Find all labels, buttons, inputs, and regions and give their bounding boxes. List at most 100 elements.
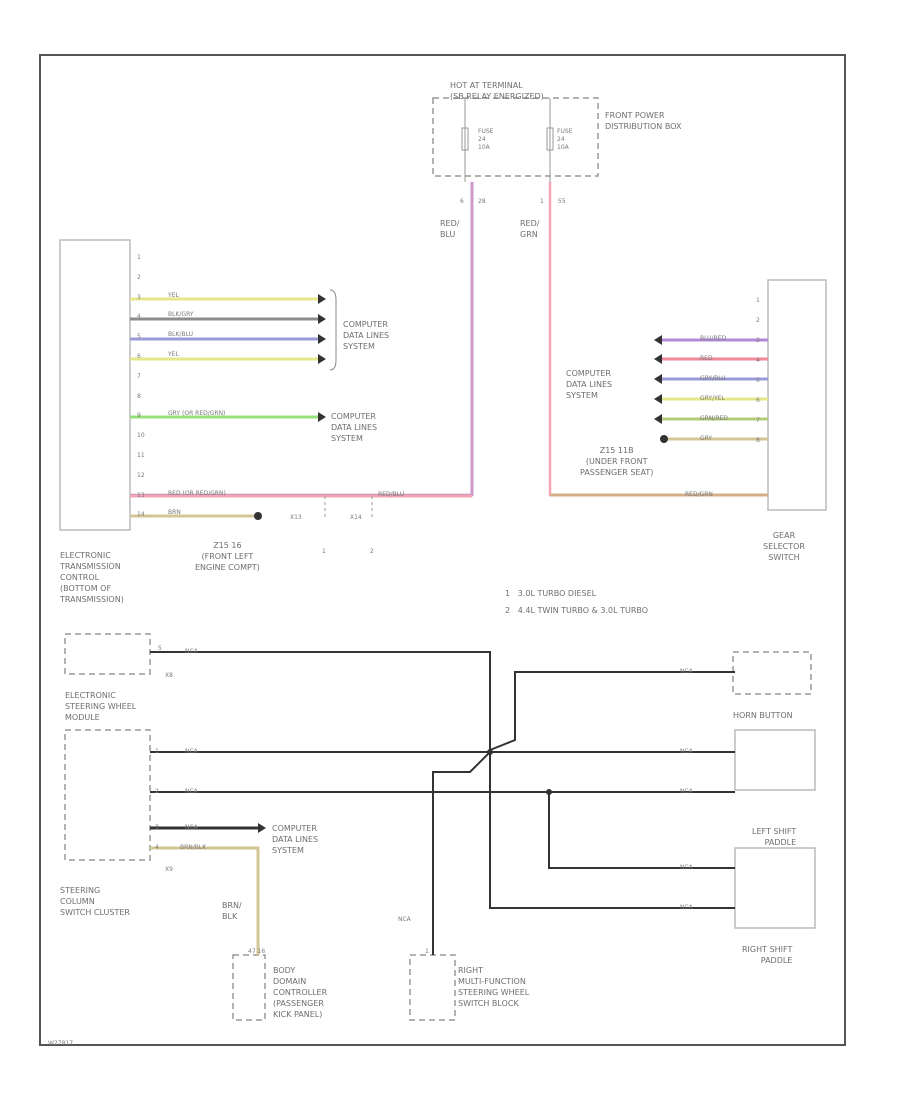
gear-pin: 3 [756, 337, 760, 344]
wire-nca-5-label: NCA [680, 748, 693, 755]
footer-code: W27817 [48, 1040, 74, 1047]
pin-left-2: 28 [478, 198, 486, 205]
gear-pin: 6 [756, 397, 760, 404]
cdl-2-label: COMPUTER DATA LINES SYSTEM [331, 412, 378, 443]
wire-nca-6-label: NCA [680, 788, 693, 795]
bdc-pin: 47 16 [248, 948, 266, 955]
splice-icon-1 [487, 749, 493, 755]
sccl-pin: 4 [155, 844, 159, 851]
wire-nca-3-label: NCA [185, 788, 198, 795]
wire-brn-blk-v-label: BRN/ BLK [222, 901, 242, 921]
wire-red-grn-label: RED/ GRN [520, 219, 540, 239]
tcm-pin: 13 [137, 491, 145, 499]
tcm-pin: 2 [137, 273, 141, 281]
cdl-4-label: COMPUTER DATA LINES SYSTEM [272, 824, 319, 855]
tcm-pin: 14 [137, 511, 145, 519]
tcm-box [59, 239, 131, 531]
gear-pin: 8 [756, 437, 760, 444]
left-paddle-box [734, 729, 816, 791]
diagram-border [39, 54, 846, 1046]
cdl-arrow-icons [318, 294, 326, 422]
left-paddle-label: LEFT SHIFT PADDLE [752, 827, 797, 847]
tcm-pin: 10 [137, 432, 145, 440]
num-1: 1 [322, 548, 326, 555]
wire-nca-horn [489, 671, 735, 751]
gear-wire-label: RED [700, 355, 713, 362]
horn-button-label: HORN BUTTON [733, 711, 793, 720]
tcm-wire-label: YEL [168, 291, 179, 299]
ground-1-label: Z15 16 (FRONT LEFT ENGINE COMPT) [195, 541, 260, 572]
gear-selector-label: GEAR SELECTOR SWITCH [763, 531, 805, 562]
cdl-4-arrow-icon [258, 823, 266, 833]
bdc-box [232, 954, 266, 1021]
fuse-left-icon [461, 127, 469, 151]
num-2: 2 [370, 548, 374, 555]
ground-2-icon [660, 435, 668, 443]
pin-right-2: 55 [558, 198, 566, 205]
wire-brn-blk-label: BRN/BLK [180, 844, 207, 851]
splice-icon-2 [546, 789, 552, 795]
splice-1-label: X13 [290, 514, 302, 521]
tcm-wire-label: YEL [168, 351, 179, 358]
right-paddle-label: RIGHT SHIFT PADDLE [742, 945, 793, 965]
note-1: 1 3.0L TURBO DIESEL [505, 589, 597, 598]
tcm-wire-label: BLK/BLU [168, 331, 193, 339]
tcm-pin: 12 [137, 471, 145, 479]
note-2: 2 4.4L TWIN TURBO & 3.0L TURBO [505, 606, 649, 615]
eswm-pin: 5 [158, 645, 162, 652]
gear-wire-label: GRY [700, 435, 713, 442]
tcm-pin: 11 [137, 452, 145, 459]
gear-pin: 1 [756, 297, 760, 304]
gear-wire-label: GRY/YEL [700, 395, 725, 402]
sccl-pin: 3 [155, 824, 159, 831]
wire-brn-blk [150, 846, 260, 955]
gear-pin: 5 [756, 377, 760, 384]
eswm-box [64, 633, 151, 675]
eswm-conn: X8 [165, 672, 173, 679]
pin-left: 6 [460, 198, 464, 205]
wire-nca-eswm [150, 651, 735, 909]
wire-red-blu-label: RED/ BLU [440, 219, 460, 239]
gear-selector-box [767, 279, 827, 511]
eswm-label: ELECTRONIC STEERING WHEEL MODULE [65, 691, 137, 722]
wire-red-blu-h: RED/BLU [378, 491, 405, 498]
wire-nca-1-label: NCA [185, 648, 198, 655]
ground-2-label: Z15 11B (UNDER FRONT PASSENGER SEAT) [580, 446, 654, 477]
tcm-wire-label: RED (OR RED/GRN) [168, 489, 226, 497]
mfsw-pin: 1 [425, 948, 429, 955]
right-paddle-box [734, 847, 816, 929]
sccl-pin: 1 [155, 748, 159, 755]
sccl-pin: 2 [155, 788, 159, 795]
gear-wire-label: BLU/RED [700, 335, 727, 342]
pin-right: 1 [540, 198, 544, 205]
tcm-wire-label: BLK/GRY [168, 311, 194, 319]
splice-2-label: X14 [350, 514, 362, 521]
mfsw-box [409, 954, 456, 1021]
wire-nca-v-label: NCA [398, 916, 411, 923]
power-distribution-label: FRONT POWER DISTRIBUTION BOX [605, 111, 682, 131]
hot-terminal-label: HOT AT TERMINAL (SB RELAY ENERGIZED) [450, 81, 544, 101]
gear-pin: 4 [756, 357, 760, 364]
tcm-pin: 4 [137, 313, 141, 321]
wire-red-grn-h: RED/GRN [685, 491, 713, 498]
gear-pin: 7 [756, 417, 760, 424]
tcm-label: ELECTRONIC TRANSMISSION CONTROL (BOTTOM … [60, 551, 124, 604]
cdl-brace [329, 289, 337, 371]
bdc-label: BODY DOMAIN CONTROLLER (PASSENGER KICK P… [273, 966, 328, 1019]
sccl-box [64, 729, 151, 861]
wire-nca-2-label: NCA [185, 748, 198, 755]
tcm-wire-label: BRN [168, 509, 181, 517]
gear-wire-label: GRY/BLU [700, 375, 726, 382]
cdl-1-label: COMPUTER DATA LINES SYSTEM [343, 320, 390, 351]
wire-nca-left [548, 792, 735, 869]
gear-wire-label: GRN/RED [700, 415, 728, 422]
fuse-right-label: FUSE 24 10A [557, 128, 573, 151]
horn-button-box [732, 651, 812, 695]
tcm-pin: 7 [137, 372, 141, 380]
tcm-pin: 1 [137, 254, 141, 261]
tcm-wire-label: GRY (OR RED/GRN) [168, 410, 226, 418]
tcm-pin: 8 [137, 392, 141, 400]
wire-nca-mfsw [432, 751, 491, 955]
cdl-3-label: COMPUTER DATA LINES SYSTEM [566, 369, 613, 400]
